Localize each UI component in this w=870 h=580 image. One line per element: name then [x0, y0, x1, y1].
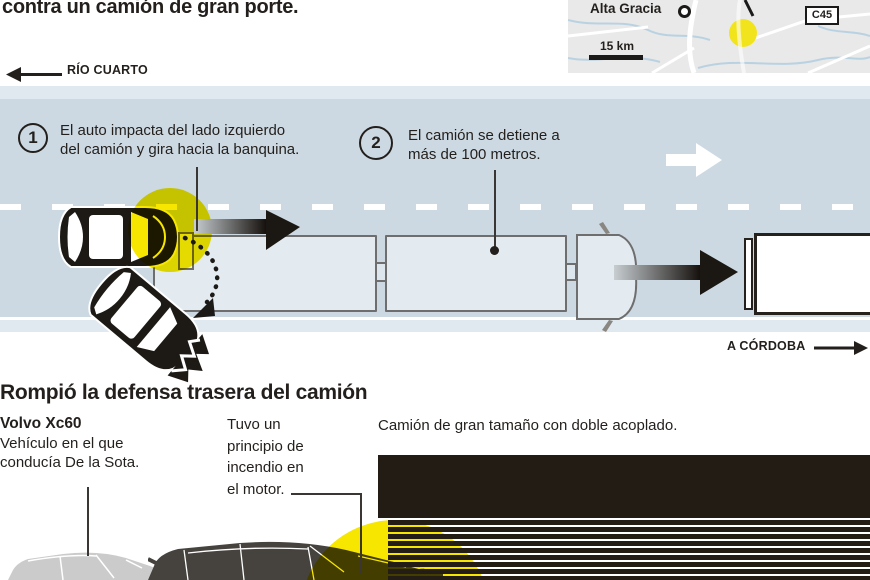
locator-map: Alta Gracia 15 km C45	[568, 0, 870, 73]
detail-truck-body	[378, 455, 870, 518]
step-2-badge: 2	[359, 126, 393, 160]
forward-arrow-icon	[614, 250, 738, 295]
truck-size-label: Camión de gran tamaño con doble acoplado…	[378, 417, 678, 434]
road-shoulder-bottom	[0, 320, 870, 332]
stopped-truck-guard	[744, 238, 753, 310]
step-1-text: El auto impacta del lado izquierdo del c…	[60, 122, 300, 158]
engine-callout-line-h	[291, 493, 362, 495]
alta-gracia-label: Alta Gracia	[590, 1, 662, 16]
detail-heading: Rompió la defensa trasera del camión	[0, 381, 368, 404]
road-shoulder-top	[0, 86, 870, 99]
spin-arc-icon	[182, 235, 220, 318]
travel-white-arrow-icon	[666, 143, 722, 177]
volvo-label-title: Volvo Xc60	[0, 415, 82, 432]
step-2-callout-dot	[490, 246, 499, 255]
crashed-car	[88, 265, 210, 383]
step-1-badge: 1	[18, 123, 48, 153]
intro-headline: contra un camión de gran porte.	[2, 0, 299, 18]
engine-callout-line-v	[360, 493, 362, 574]
detail-truck-rear-stripes	[388, 518, 870, 580]
volvo-label: Volvo Xc60 Vehículo en el que conducía D…	[0, 415, 140, 471]
trailer-2	[385, 235, 567, 312]
ghost-car-side	[8, 552, 168, 580]
map-scale-label: 15 km	[600, 39, 635, 53]
volvo-callout-line	[87, 487, 89, 556]
left-direction-arrow-icon	[6, 67, 62, 82]
stopped-truck	[754, 233, 870, 315]
lane-divider	[0, 204, 870, 210]
step-2-text: El camión se detiene a más de 100 metros…	[408, 127, 560, 163]
right-direction-arrow-icon	[814, 341, 868, 355]
step-2-callout-line	[494, 170, 496, 248]
rio-cuarto-label: RÍO CUARTO	[67, 63, 148, 77]
map-roads-rivers	[568, 0, 870, 73]
road-edge-line	[0, 317, 870, 320]
engine-fire-label: Tuvo un principio de incendio en el moto…	[227, 416, 304, 498]
route-badge: C45	[805, 6, 839, 25]
pointer-needle-icon	[743, 0, 755, 17]
a-cordoba-label: A CÓRDOBA	[727, 339, 806, 353]
crash-location-dot	[729, 19, 757, 47]
city-marker-icon	[678, 5, 691, 18]
trailer-1	[153, 235, 377, 312]
map-scale-bar	[589, 55, 643, 60]
step-1-callout-line	[196, 167, 198, 231]
trajectory-arrow-icon	[194, 210, 300, 250]
